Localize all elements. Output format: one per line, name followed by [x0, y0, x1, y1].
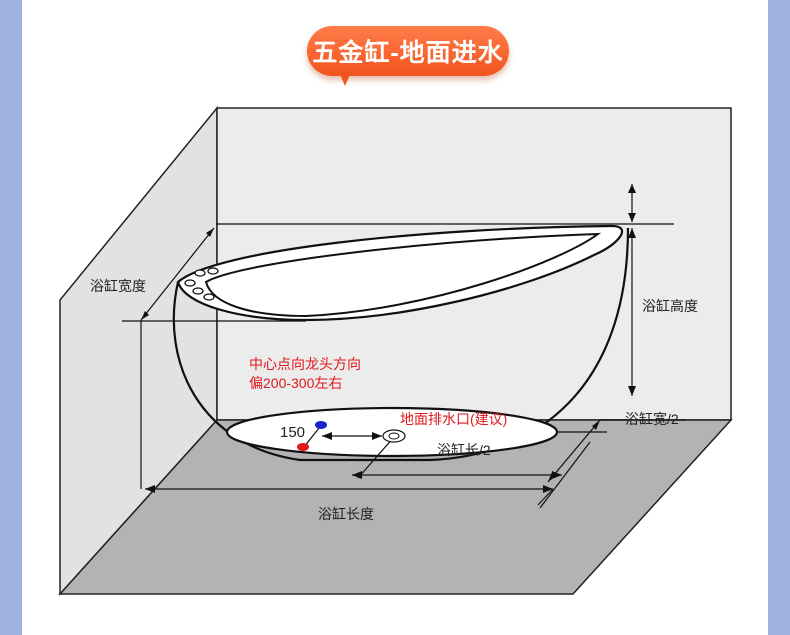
label-center-note-line2: 偏200-300左右 [249, 375, 342, 391]
label-half-width: 浴缸宽/2 [625, 411, 679, 427]
label-tub-width: 浴缸宽度 [90, 278, 146, 294]
cold-water-pipe-icon [315, 421, 327, 429]
overflow-holes [184, 267, 219, 301]
page-title: 五金缸-地面进水 [307, 26, 509, 76]
label-half-length: 浴缸长/2 [437, 442, 491, 458]
hot-water-pipe-icon [297, 443, 309, 451]
diagram-panel: 五金缸-地面进水 [22, 0, 768, 635]
dimension-arrowheads [141, 184, 636, 493]
tub-rim-inner [204, 232, 602, 318]
label-floor-drain: 地面排水口(建议) [400, 411, 507, 427]
drain-leader-line [357, 436, 395, 479]
label-tub-length: 浴缸长度 [318, 506, 374, 522]
label-tub-height: 浴缸高度 [642, 298, 698, 314]
length-extension-right [537, 488, 554, 506]
label-center-note-line1: 中心点向龙头方向 [249, 356, 361, 372]
tub-body [172, 227, 630, 462]
half-width-dimension-line [547, 419, 601, 483]
half-width-lower-diagonal [539, 441, 591, 509]
title-banner-tail [339, 72, 351, 86]
floor-drain-icon [382, 429, 406, 443]
bathtub-installation-diagram: 浴缸宽度 浴缸高度 浴缸宽/2 浴缸长/2 浴缸长度 150 地面排水口(建议)… [58, 105, 733, 596]
title-banner: 五金缸-地面进水 [307, 26, 509, 88]
label-pipe-spacing: 150 [280, 424, 305, 441]
width-dimension-line [140, 227, 215, 321]
